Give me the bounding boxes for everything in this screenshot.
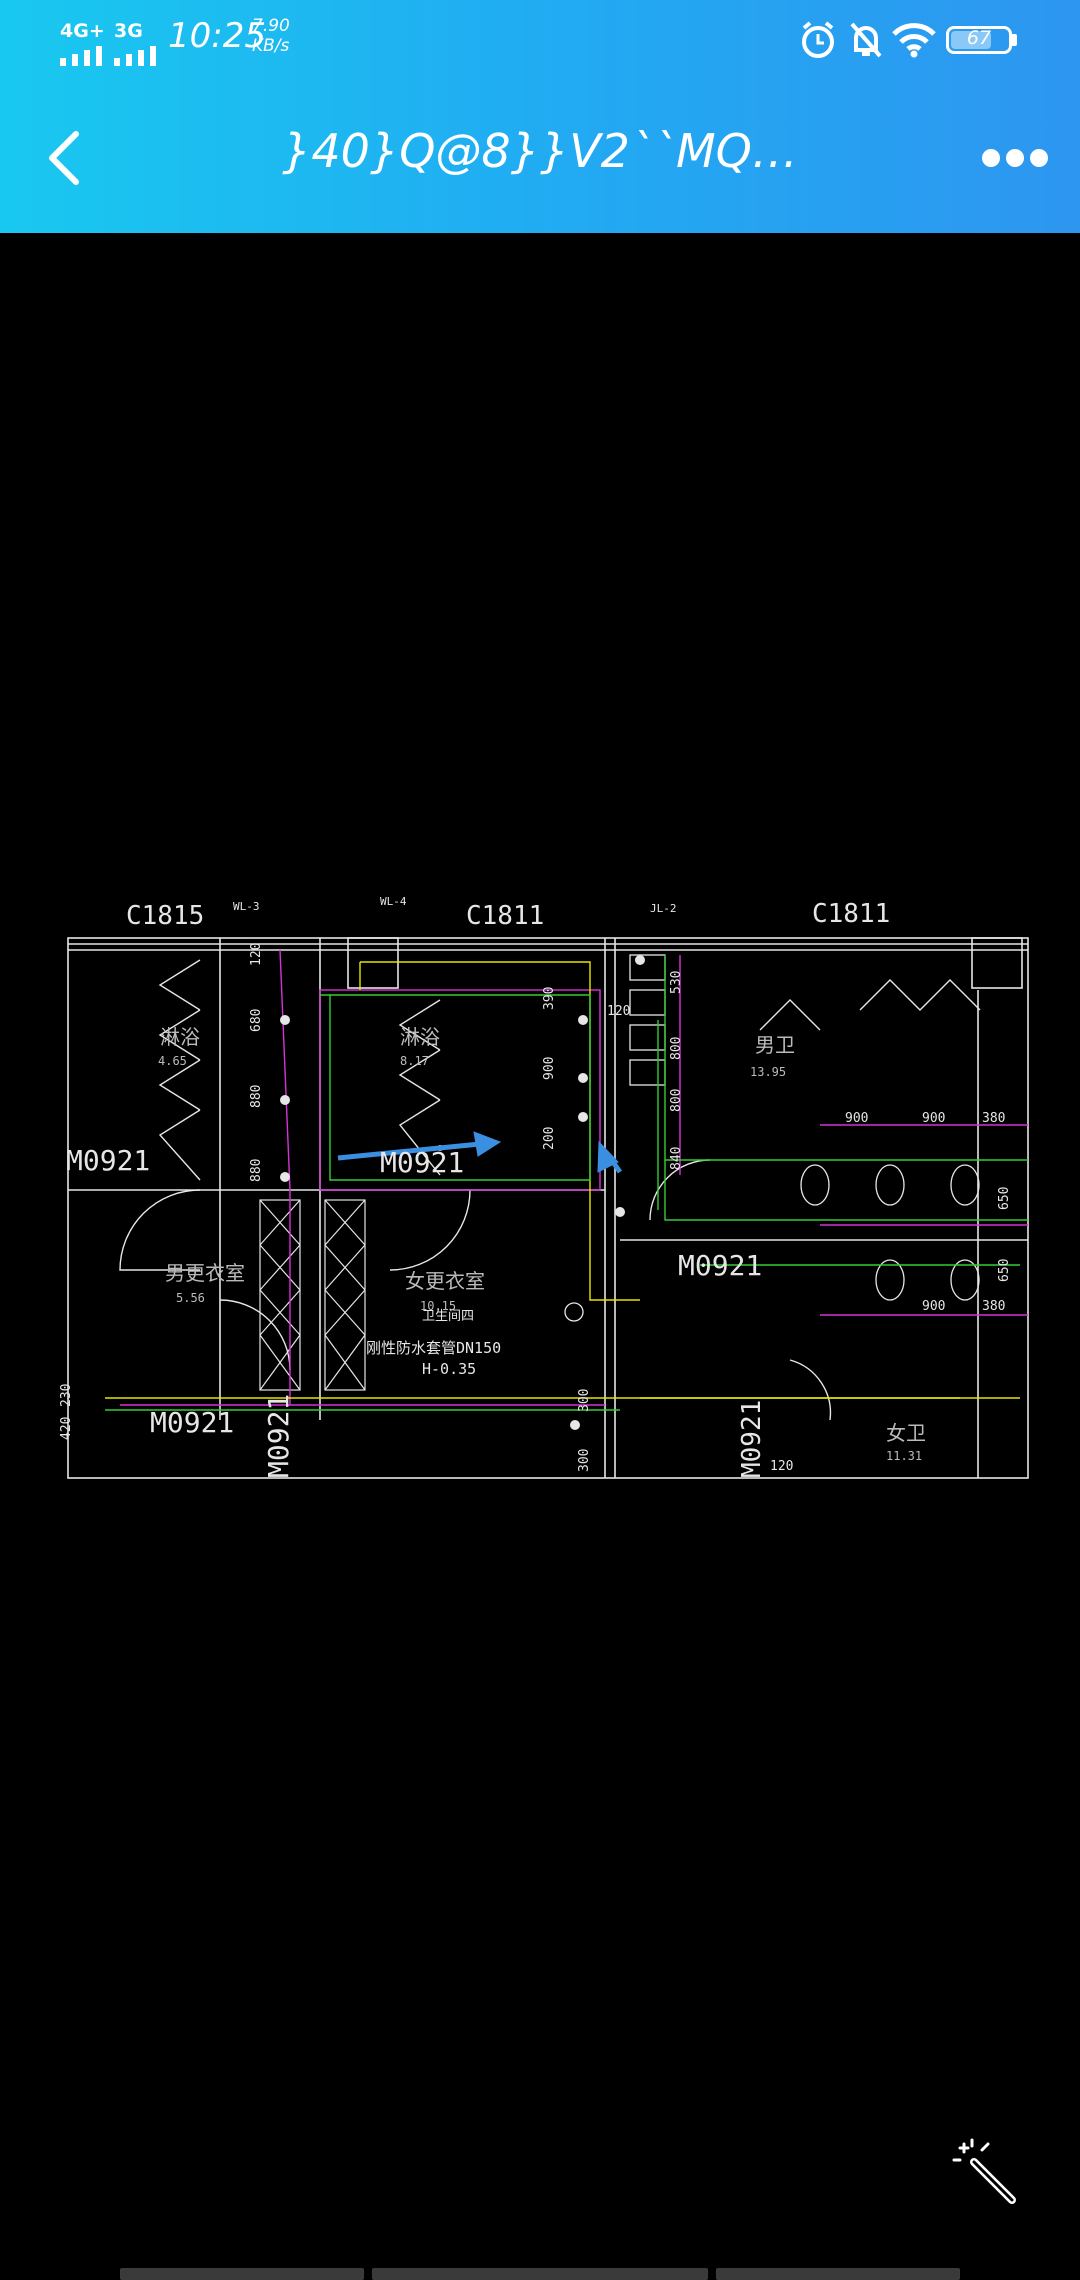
svg-text:800: 800	[669, 1037, 684, 1060]
door-label: M0921	[678, 1249, 762, 1282]
dimension-text: 120 680 880 880 390 900 200 120 530 800 …	[60, 943, 1012, 1474]
page-title: }40}Q@8}}V2``MQ…	[282, 124, 798, 178]
annotation-arrows	[337, 1131, 623, 1174]
room-name: 淋浴	[160, 1025, 200, 1049]
svg-text:840: 840	[669, 1147, 684, 1170]
svg-text:300: 300	[577, 1449, 592, 1472]
room-area: 11.31	[886, 1449, 922, 1463]
svg-text:120: 120	[607, 1004, 630, 1019]
clock: 10:25	[168, 16, 266, 56]
pipe-nodes	[280, 955, 645, 1430]
pipe-label: WL-4	[380, 895, 407, 908]
door-label: M0921	[150, 1406, 234, 1439]
door-label: M0921	[380, 1146, 464, 1179]
magic-wand-icon[interactable]	[950, 2138, 1020, 2208]
svg-text:300: 300	[577, 1389, 592, 1412]
window-label: C1815	[126, 901, 204, 931]
signal-3g-label: 3G	[114, 20, 143, 42]
note-text: H-0.35	[422, 1360, 476, 1378]
signal-4g-label: 4G+	[60, 20, 105, 42]
signal-bars-icon	[60, 44, 106, 66]
room-name: 男更衣室	[165, 1261, 245, 1285]
speed-value: 7.90	[252, 16, 290, 36]
svg-text:880: 880	[249, 1159, 264, 1182]
door-label: M0921	[66, 1144, 150, 1177]
room-name: 女卫	[886, 1421, 926, 1445]
svg-text:900: 900	[922, 1111, 945, 1126]
lockers	[259, 1199, 366, 1391]
svg-text:650: 650	[997, 1187, 1012, 1210]
svg-text:420: 420	[60, 1417, 74, 1440]
svg-text:800: 800	[669, 1089, 684, 1112]
svg-text:390: 390	[542, 987, 557, 1010]
room-area: 4.65	[158, 1054, 187, 1068]
note-text: 刚性防水套管DN150	[366, 1339, 501, 1357]
svg-text:200: 200	[542, 1127, 557, 1150]
cad-drawing[interactable]: C1815 C1811 C1811 WL-3 WL-4 JL-2 淋浴 4.65…	[60, 880, 1036, 1480]
room-name: 男卫	[755, 1033, 795, 1057]
pipe-label: WL-3	[233, 900, 260, 913]
svg-text:900: 900	[922, 1299, 945, 1314]
shower-stalls	[119, 959, 981, 1421]
speed-unit: KB/s	[252, 36, 290, 56]
image-viewer[interactable]	[0, 233, 1080, 2280]
svg-text:380: 380	[982, 1111, 1005, 1126]
room-area: 10.15	[420, 1299, 456, 1313]
chevron-left-icon[interactable]	[44, 128, 84, 188]
svg-text:900: 900	[542, 1057, 557, 1080]
window-label: C1811	[466, 901, 544, 931]
wifi-icon	[892, 23, 936, 58]
network-speed: 7.90 KB/s	[252, 16, 290, 56]
pipe-label: JL-2	[650, 902, 677, 915]
svg-text:380: 380	[982, 1299, 1005, 1314]
battery-level: 67	[966, 27, 992, 49]
bell-muted-icon	[850, 22, 882, 58]
svg-text:120: 120	[770, 1459, 793, 1474]
svg-text:530: 530	[669, 971, 684, 994]
signal-bars-icon	[114, 44, 160, 66]
room-area: 8.17	[400, 1054, 429, 1068]
room-area: 5.56	[176, 1291, 205, 1305]
door-label: M0921	[737, 1400, 767, 1478]
svg-text:230: 230	[60, 1384, 74, 1407]
battery-icon: 67	[946, 26, 1012, 54]
svg-text:880: 880	[249, 1085, 264, 1108]
green-lines	[105, 955, 1028, 1411]
room-area: 13.95	[750, 1065, 786, 1079]
room-name: 女更衣室	[405, 1269, 485, 1293]
window-label: C1811	[812, 899, 890, 929]
svg-text:900: 900	[845, 1111, 868, 1126]
walls	[67, 937, 1029, 1479]
svg-text:120: 120	[249, 943, 264, 966]
magenta-lines	[120, 949, 1028, 1406]
door-label: M0921	[262, 1394, 295, 1478]
app-header: 4G+ 3G 10:25 7.90 KB/s	[0, 0, 1080, 233]
more-horizontal-icon[interactable]	[978, 145, 1048, 171]
room-name: 淋浴	[400, 1025, 440, 1049]
svg-text:680: 680	[249, 1009, 264, 1032]
note-text: 卫生间四	[422, 1309, 474, 1324]
svg-text:650: 650	[997, 1259, 1012, 1282]
status-bar: 4G+ 3G 10:25 7.90 KB/s	[0, 0, 1080, 76]
alarm-icon	[802, 21, 834, 58]
